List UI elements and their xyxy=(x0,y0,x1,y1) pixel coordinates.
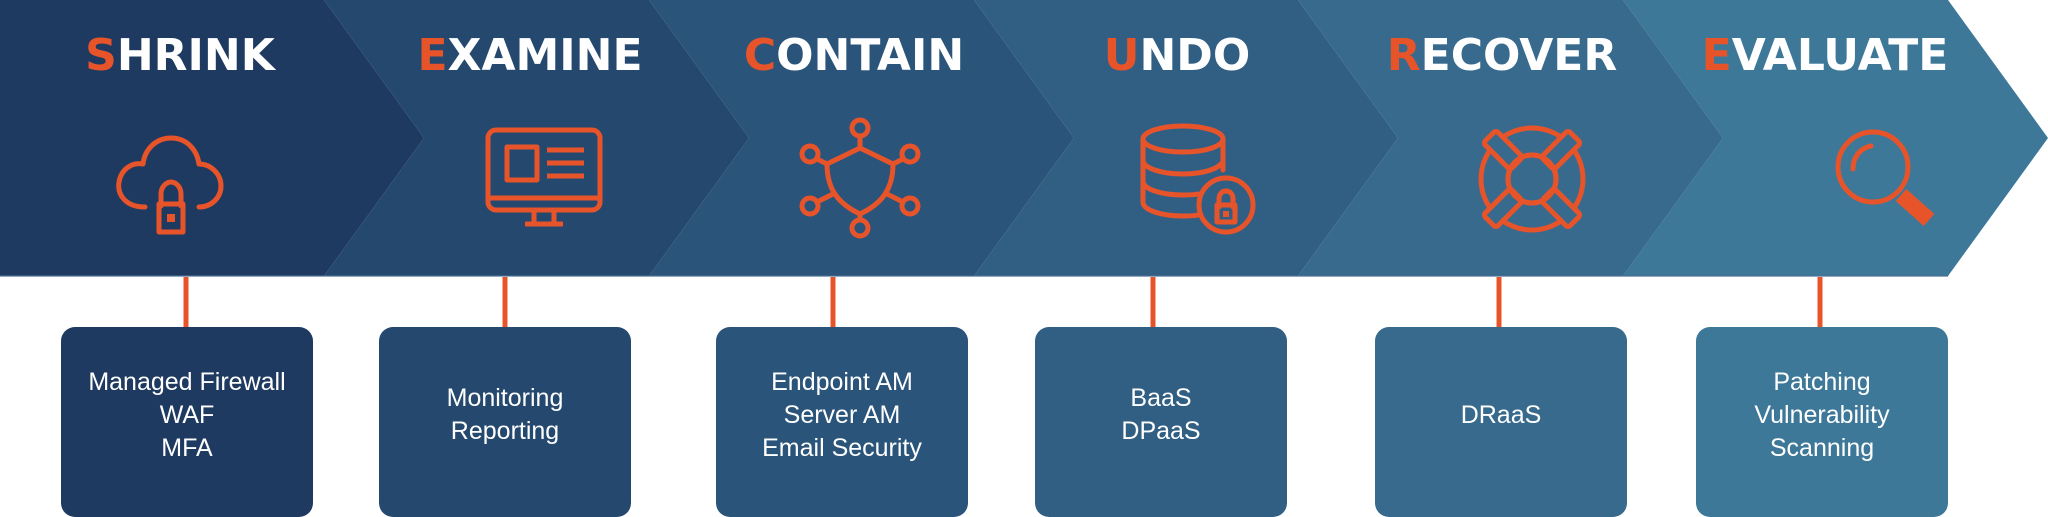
service-box-examine: Monitoring Reporting xyxy=(379,327,631,517)
service-item: Patching xyxy=(1773,367,1871,396)
step-initial: E xyxy=(417,30,448,81)
service-item: WAF xyxy=(159,400,215,429)
step-initial: C xyxy=(743,30,777,81)
step-initial: R xyxy=(1386,30,1421,81)
step-title-recover: RECOVER xyxy=(1387,28,1617,84)
service-box-evaluate: Patching Vulnerability Scanning xyxy=(1696,327,1948,517)
service-item: BaaS xyxy=(1130,384,1192,412)
step-title-examine: EXAMINE xyxy=(417,28,642,84)
service-item: Reporting xyxy=(450,417,560,445)
service-item: Managed Firewall xyxy=(88,367,286,396)
step-initial: E xyxy=(1701,30,1732,81)
step-rest: HRINK xyxy=(116,30,275,81)
service-item: DRaaS xyxy=(1460,400,1542,429)
service-item: Email Security xyxy=(762,433,922,462)
connector-line xyxy=(1817,277,1823,327)
service-box-shrink: Managed Firewall WAF MFA xyxy=(61,327,313,517)
service-item: Server AM xyxy=(783,400,901,429)
monitor-dashboard-icon xyxy=(480,112,610,242)
connector-line xyxy=(183,277,189,327)
connector-line xyxy=(1496,277,1502,327)
step-title-shrink: SHRINK xyxy=(85,28,275,84)
step-title-contain: CONTAIN xyxy=(744,28,964,84)
step-title-undo: UNDO xyxy=(1104,28,1251,84)
connector-line xyxy=(1150,277,1156,327)
service-item: Vulnerability xyxy=(1754,400,1890,429)
service-item: Monitoring xyxy=(446,384,564,412)
connector-line xyxy=(502,277,508,327)
chevron-examine xyxy=(324,0,749,276)
step-rest: VALUATE xyxy=(1731,30,1949,81)
step-rest: NDO xyxy=(1139,30,1251,81)
step-initial: U xyxy=(1103,30,1140,81)
chevron-shrink xyxy=(0,0,424,276)
step-rest: ONTAIN xyxy=(776,30,965,81)
service-item: DPaaS xyxy=(1121,417,1201,445)
step-rest: XAMINE xyxy=(447,30,643,81)
magnifier-icon xyxy=(1821,112,1951,242)
service-box-contain: Endpoint AM Server AM Email Security xyxy=(716,327,968,517)
chevron-band-edge xyxy=(0,275,1948,277)
database-lock-icon xyxy=(1128,112,1258,242)
chevron-evaluate xyxy=(1623,0,2048,276)
chevron-undo xyxy=(974,0,1398,276)
connector-line xyxy=(830,277,836,327)
shield-network-icon xyxy=(795,112,925,242)
chevron-recover xyxy=(1298,0,1723,276)
cloud-lock-icon xyxy=(107,112,237,242)
service-box-recover: DRaaS xyxy=(1375,327,1627,517)
step-initial: S xyxy=(85,30,117,81)
step-title-evaluate: EVALUATE xyxy=(1702,28,1949,84)
step-rest: ECOVER xyxy=(1420,30,1618,81)
service-item: Scanning xyxy=(1769,433,1875,462)
service-item: MFA xyxy=(161,433,213,462)
lifebuoy-icon xyxy=(1467,112,1597,242)
service-box-undo: BaaS DPaaS xyxy=(1035,327,1287,517)
service-item: Endpoint AM xyxy=(771,367,913,396)
